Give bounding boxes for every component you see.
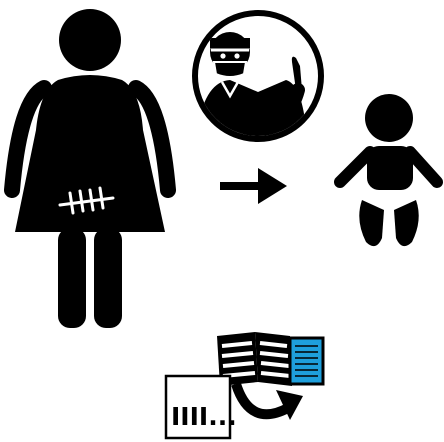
woman-with-surgical-scar-icon bbox=[12, 9, 168, 328]
book-middle-page bbox=[255, 332, 292, 386]
baby-left-arm bbox=[340, 152, 370, 182]
baby-head bbox=[365, 94, 413, 142]
surgeon-mask bbox=[214, 62, 246, 77]
curved-arrow-icon bbox=[236, 384, 303, 420]
tally-marks-text: IIII... bbox=[171, 402, 237, 431]
woman-left-leg bbox=[58, 228, 86, 328]
baby-right-arm bbox=[410, 152, 437, 182]
woman-right-leg bbox=[94, 228, 122, 328]
baby-icon bbox=[340, 94, 437, 246]
surgeon-cap bbox=[210, 38, 250, 48]
baby-right-leg bbox=[394, 200, 419, 246]
tally-sheet-icon: IIII... bbox=[166, 376, 237, 438]
woman-head bbox=[59, 9, 121, 71]
open-book-icon bbox=[217, 332, 323, 386]
baby-left-leg bbox=[359, 200, 384, 246]
right-arrow-icon bbox=[220, 168, 287, 204]
book-highlighted-page bbox=[290, 338, 323, 384]
surgeon-with-scalpel-icon bbox=[195, 13, 321, 150]
book-and-tally-sheet-icon: IIII... bbox=[166, 332, 323, 438]
